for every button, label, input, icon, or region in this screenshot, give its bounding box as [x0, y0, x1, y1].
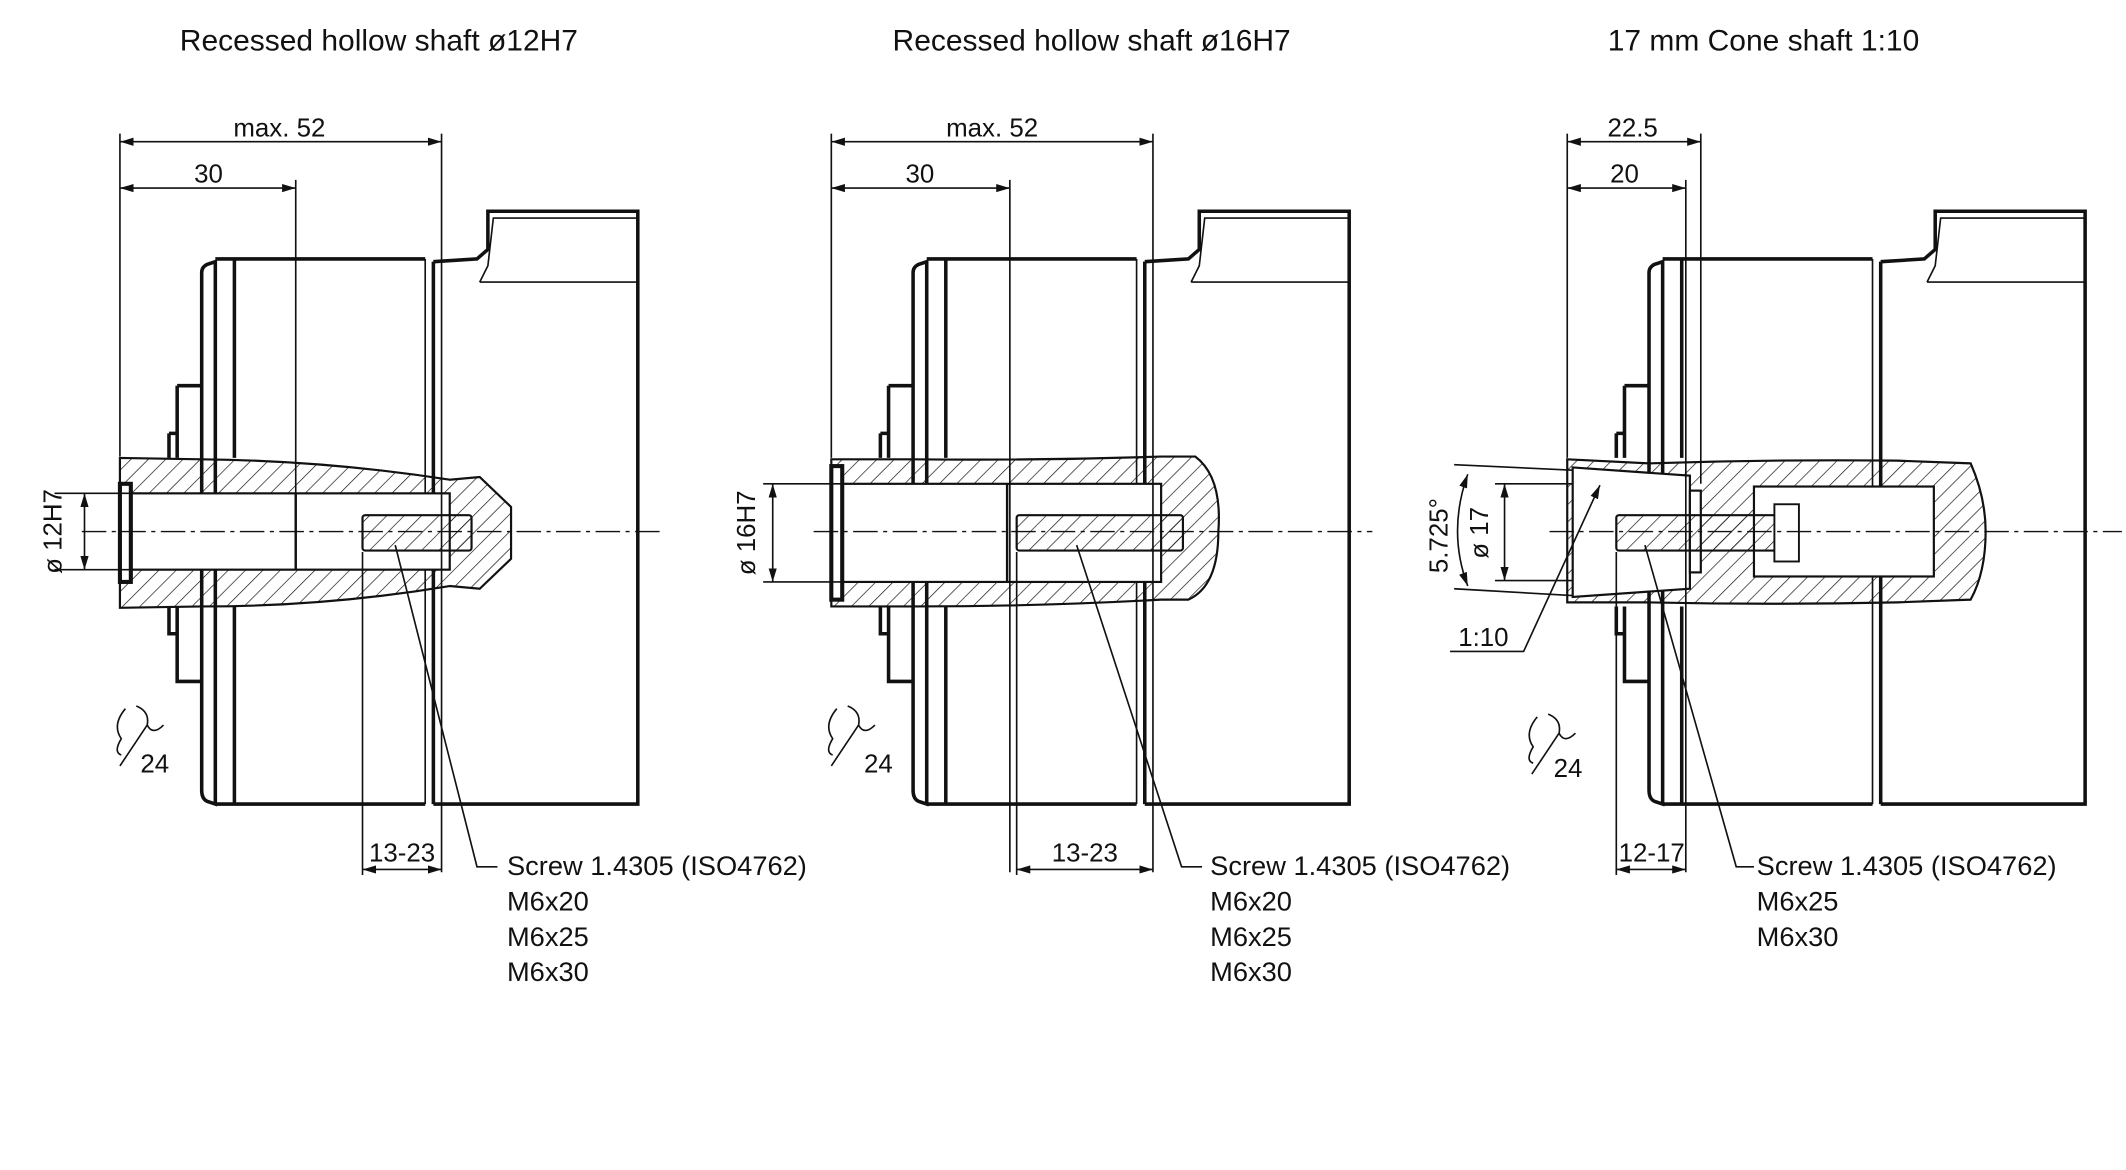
dimension-screw-range: 13-23 [361, 551, 442, 875]
dimension-diameter: ø 12H7 [39, 489, 130, 574]
svg-text:Screw 1.4305 (ISO4762): Screw 1.4305 (ISO4762) [1757, 850, 2057, 881]
svg-text:max. 52: max. 52 [233, 114, 325, 142]
svg-text:max. 52: max. 52 [946, 114, 1038, 142]
panel-title: Recessed hollow shaft ø16H7 [893, 24, 1291, 57]
svg-text:5.725°: 5.725° [1425, 498, 1453, 573]
svg-text:Screw 1.4305 (ISO4762): Screw 1.4305 (ISO4762) [507, 850, 807, 881]
panel-cone-shaft-17: 17 mm Cone shaft 1:10 22.5 20 [1425, 24, 2122, 952]
svg-text:13-23: 13-23 [369, 839, 435, 867]
hollow-shaft-section [117, 456, 513, 609]
svg-text:M6x20: M6x20 [507, 885, 589, 916]
panel-hollow-shaft-12: Recessed hollow shaft ø12H7 max. 52 30 [39, 24, 807, 987]
svg-text:22.5: 22.5 [1607, 114, 1657, 142]
svg-text:ø 12H7: ø 12H7 [39, 489, 67, 574]
panel-title: Recessed hollow shaft ø12H7 [180, 24, 578, 57]
svg-text:12-17: 12-17 [1619, 839, 1685, 867]
dimension-overall: max. 52 30 [119, 114, 443, 873]
dimension-screw-range: 13-23 [1015, 551, 1153, 875]
dimension-screw-range: 12-17 [1615, 551, 1686, 875]
svg-text:Screw 1.4305 (ISO4762): Screw 1.4305 (ISO4762) [1210, 850, 1510, 881]
svg-text:24: 24 [1554, 755, 1583, 783]
wrench-size: 24 [116, 705, 169, 779]
svg-text:24: 24 [864, 751, 893, 779]
svg-text:24: 24 [140, 751, 169, 779]
screw-callout: Screw 1.4305 (ISO4762) M6x20 M6x25 M6x30 [394, 544, 807, 987]
wrench-size: 24 [827, 705, 893, 779]
dimension-angle: 5.725° [1425, 463, 1573, 597]
svg-text:13-23: 13-23 [1052, 839, 1118, 867]
encoder-body [167, 209, 640, 807]
svg-text:M6x30: M6x30 [1757, 921, 1839, 952]
svg-text:M6x25: M6x25 [1210, 921, 1292, 952]
svg-text:ø 17: ø 17 [1466, 507, 1494, 559]
screw-callout: Screw 1.4305 (ISO4762) M6x25 M6x30 [1644, 544, 2057, 952]
encoder-body [878, 209, 1351, 807]
panel-title: 17 mm Cone shaft 1:10 [1608, 24, 1920, 57]
svg-text:M6x25: M6x25 [507, 921, 589, 952]
wrench-size: 24 [1528, 713, 1583, 783]
svg-text:M6x30: M6x30 [1210, 956, 1292, 987]
svg-text:ø 16H7: ø 16H7 [733, 490, 761, 575]
svg-text:30: 30 [906, 161, 935, 189]
wrench-icon [116, 705, 165, 767]
dimension-diameter: ø 16H7 [733, 482, 841, 583]
taper-callout: 1:10 [1450, 484, 1601, 653]
dimension-overall: max. 52 30 [830, 114, 1154, 873]
cone-shaft-section [1566, 458, 1987, 605]
svg-text:20: 20 [1610, 161, 1639, 189]
panel-hollow-shaft-16: Recessed hollow shaft ø16H7 max. 52 30 [733, 24, 1510, 987]
svg-text:30: 30 [194, 161, 223, 189]
wrench-icon [827, 705, 876, 767]
svg-text:M6x30: M6x30 [507, 956, 589, 987]
dimension-overall: 22.5 20 [1566, 114, 1702, 873]
wrench-icon [1528, 713, 1576, 775]
svg-text:1:10: 1:10 [1458, 624, 1508, 652]
screw-callout: Screw 1.4305 (ISO4762) M6x20 M6x25 M6x30 [1075, 544, 1510, 987]
dimension-diameter: ø 17 [1466, 482, 1573, 582]
svg-text:M6x25: M6x25 [1757, 885, 1839, 916]
svg-text:M6x20: M6x20 [1210, 885, 1292, 916]
